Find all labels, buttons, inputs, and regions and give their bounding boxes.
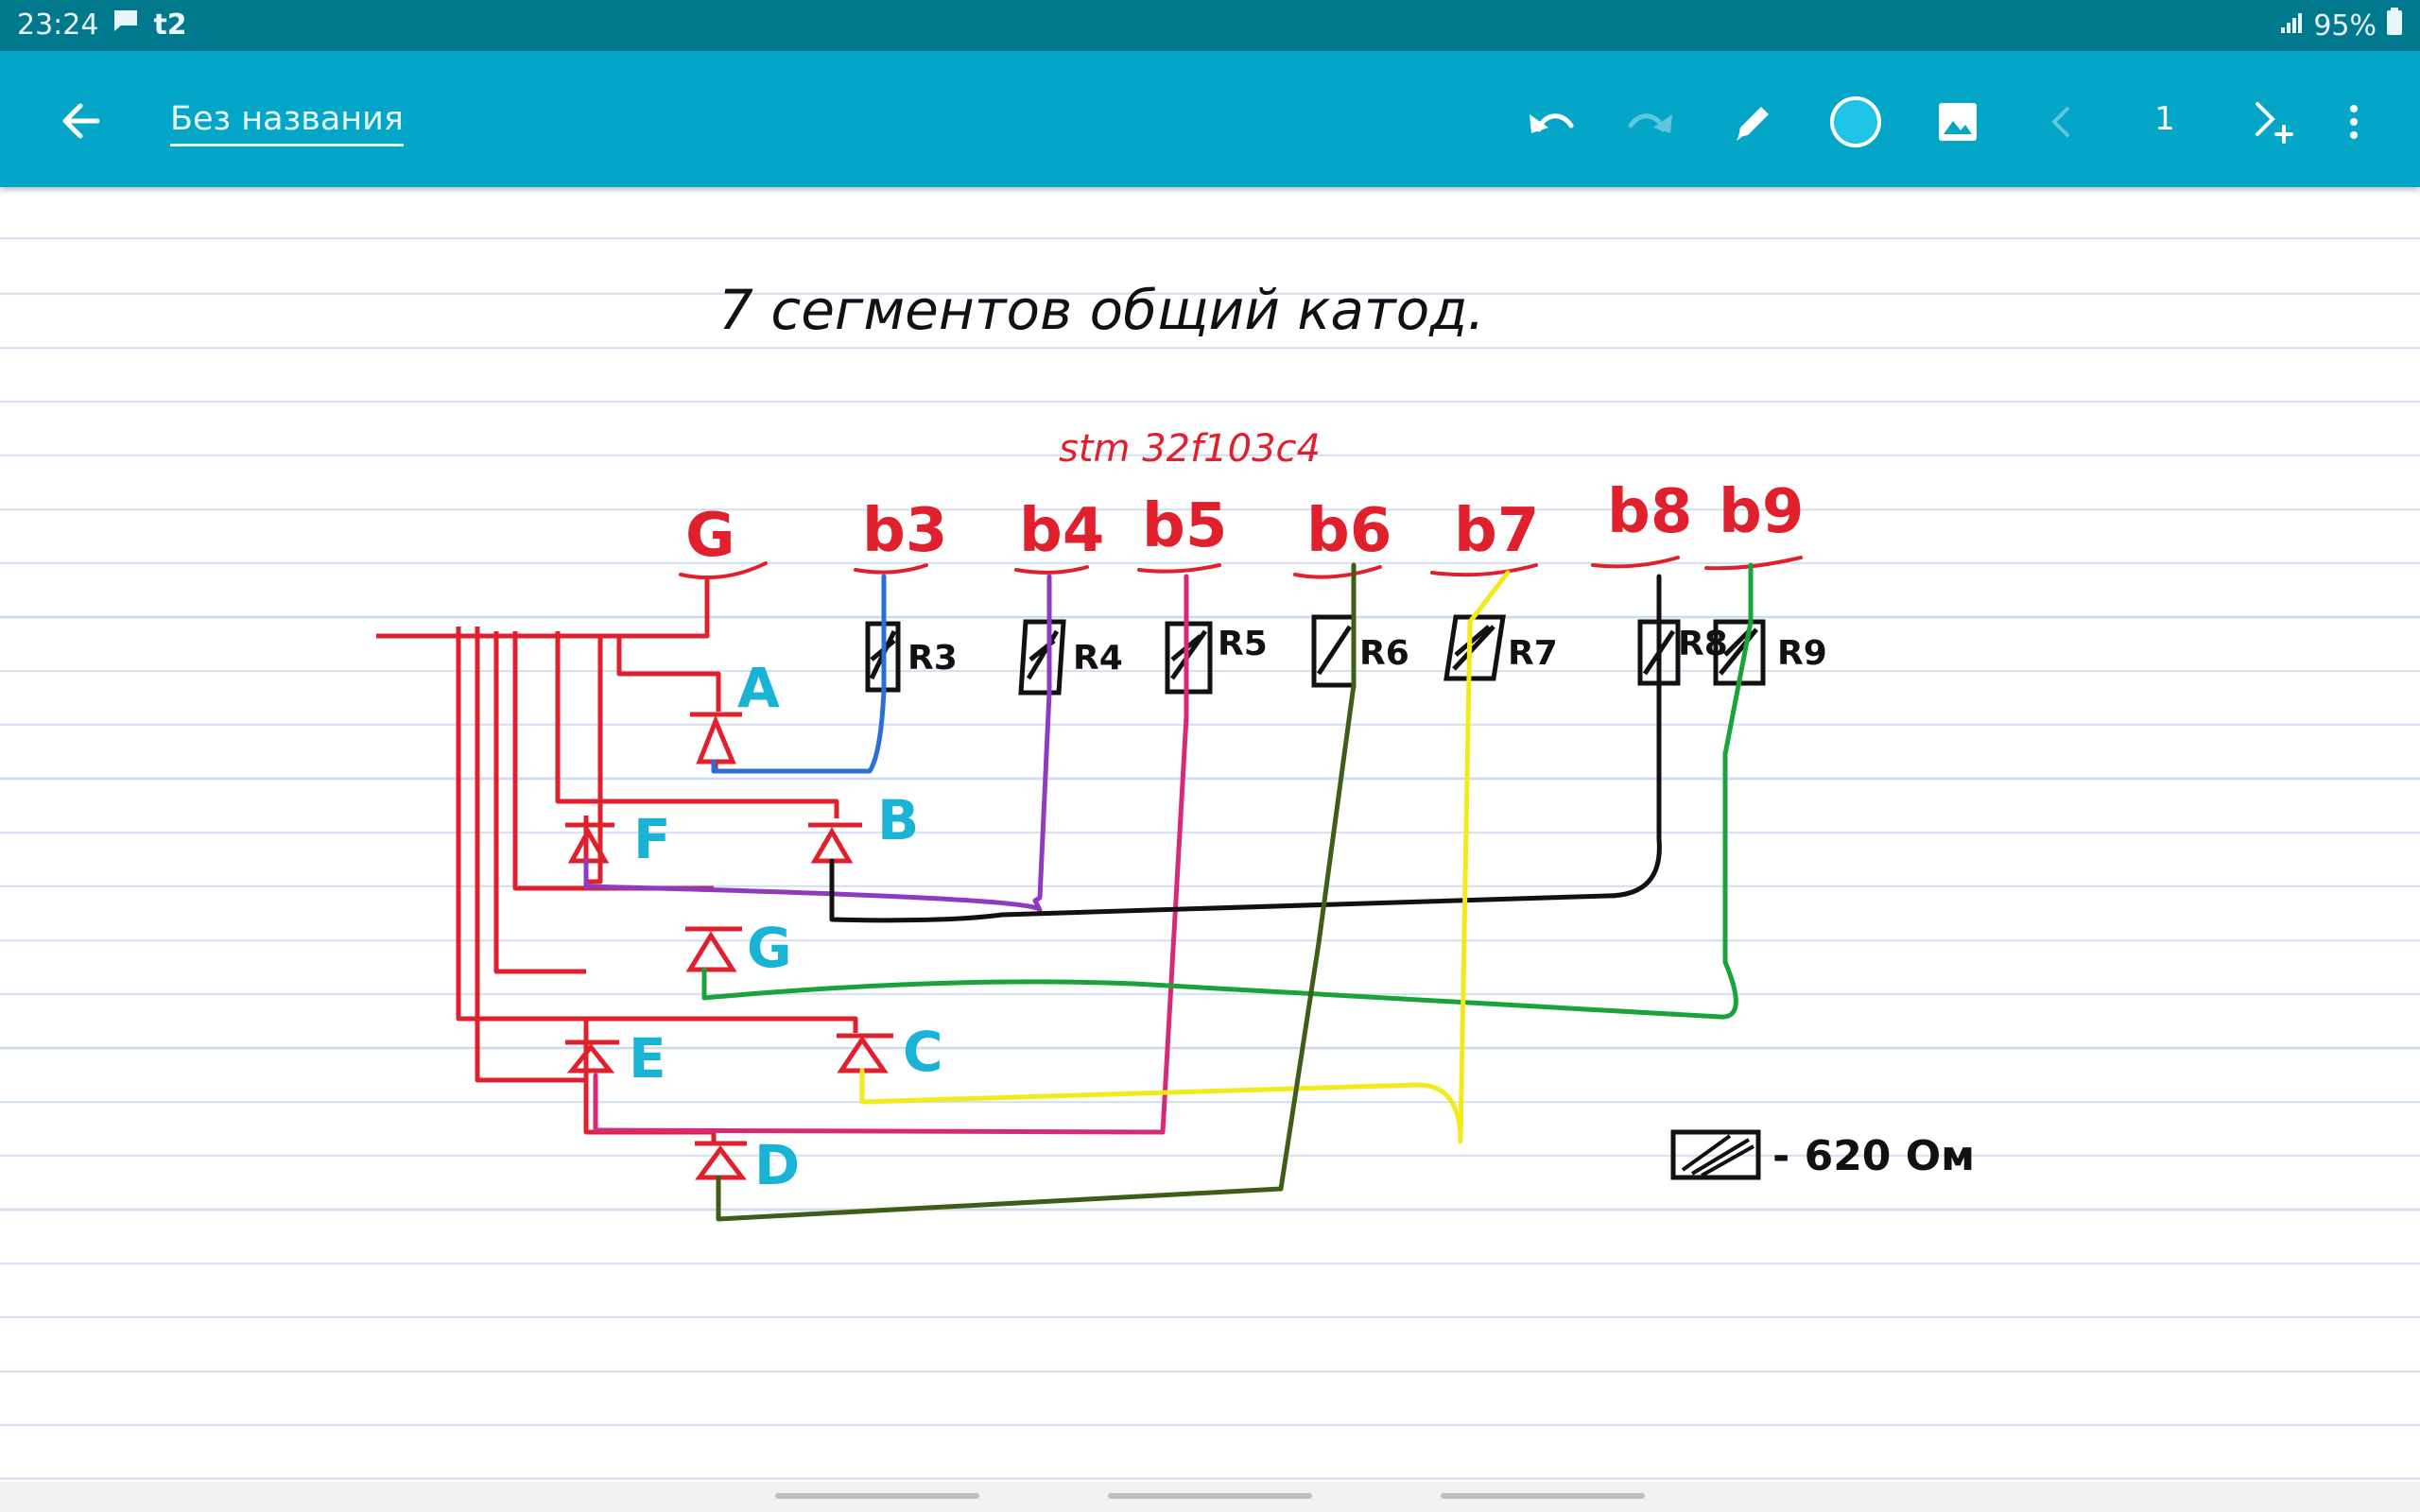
- legend-hatch: [1681, 1134, 1754, 1177]
- notebook-page[interactable]: [0, 187, 2420, 1482]
- resistors: [865, 614, 1766, 696]
- segment-label-f: F: [633, 807, 671, 871]
- pin-underlines: [679, 556, 1803, 580]
- battery-icon: [2386, 8, 2403, 43]
- wire-green: [701, 562, 1754, 1020]
- resistor-r7: [1443, 614, 1506, 681]
- undo-icon[interactable]: [1517, 89, 1583, 155]
- diode-d: [695, 1141, 748, 1180]
- legend-resistor-icon: [1670, 1129, 1761, 1180]
- wires: [583, 562, 1754, 1222]
- resistor-r6: [1311, 614, 1357, 688]
- back-arrow-icon[interactable]: [52, 93, 109, 149]
- diode-c: [837, 1033, 893, 1074]
- segment-label-d: D: [754, 1133, 800, 1197]
- app-toolbar: Без названия 1: [0, 51, 2420, 187]
- resistor-legend: - 620 Ом: [1670, 1129, 1975, 1180]
- message-icon: [112, 8, 140, 42]
- page-number: 1: [2154, 100, 2175, 138]
- pin-label-b7: b7: [1454, 496, 1539, 566]
- pin-label-b8: b8: [1607, 477, 1692, 547]
- segment-label-c: C: [903, 1020, 943, 1084]
- pin-label-b4: b4: [1019, 496, 1104, 566]
- diode-g: [685, 926, 742, 972]
- pin-label-g: G: [685, 501, 735, 571]
- note-title[interactable]: Без названия: [170, 100, 404, 146]
- system-nav-bar: [0, 1482, 2420, 1512]
- pin-label-b5: b5: [1142, 491, 1227, 561]
- wire-purple: [583, 574, 1052, 913]
- mcu-label: stm 32f103c4: [1059, 427, 1321, 471]
- pin-label-b3: b3: [862, 496, 947, 566]
- legend-text: - 620 Ом: [1772, 1132, 1975, 1180]
- status-time: 23:24: [17, 8, 99, 42]
- resistor-label-r5: R5: [1218, 625, 1268, 663]
- redo-icon[interactable]: [1618, 89, 1685, 155]
- status-bar: 23:24 t2 95%: [0, 0, 2420, 51]
- common-cathode-bus: [376, 579, 858, 1142]
- wire-yellow: [859, 570, 1511, 1144]
- segment-label-e: E: [629, 1026, 666, 1091]
- diodes: [565, 712, 893, 1180]
- resistor-label-r8: R8: [1678, 625, 1728, 663]
- resistor-label-r3: R3: [908, 639, 958, 678]
- circuit-drawing[interactable]: 7 сегментов общий катод. stm 32f103c4 G …: [0, 187, 2420, 1482]
- segment-label-g: G: [747, 916, 792, 980]
- more-vert-icon[interactable]: [2321, 89, 2387, 155]
- status-left: 23:24 t2: [17, 8, 187, 42]
- heading-text: 7 сегментов общий катод.: [718, 278, 1485, 342]
- add-page-icon[interactable]: [2240, 89, 2307, 155]
- status-right: 95%: [2279, 8, 2403, 43]
- image-icon[interactable]: [1925, 89, 1991, 155]
- status-carrier: t2: [153, 8, 187, 42]
- pen-icon[interactable]: [1720, 89, 1787, 155]
- wire-olive: [716, 562, 1357, 1222]
- prev-page-icon[interactable]: [2028, 89, 2094, 155]
- segment-label-b: B: [877, 788, 919, 852]
- color-circle-icon[interactable]: [1823, 89, 1889, 155]
- diode-e: [565, 1040, 619, 1074]
- nav-back-button[interactable]: [1441, 1493, 1645, 1499]
- pin-label-b6: b6: [1306, 496, 1392, 566]
- nav-recent-button[interactable]: [775, 1493, 979, 1499]
- segment-label-a: A: [737, 656, 780, 720]
- diode-b: [808, 822, 862, 864]
- resistor-label-r4: R4: [1073, 639, 1123, 678]
- resistor-label-r6: R6: [1359, 634, 1409, 673]
- resistor-label-r7: R7: [1508, 634, 1558, 673]
- wire-blue: [711, 574, 887, 774]
- wire-magenta: [593, 574, 1189, 1135]
- pin-label-b9: b9: [1719, 477, 1804, 547]
- nav-home-button[interactable]: [1108, 1493, 1312, 1499]
- wire-black: [829, 574, 1662, 923]
- battery-percent: 95%: [2313, 9, 2377, 43]
- diode-f: [565, 822, 614, 864]
- resistor-label-r9: R9: [1777, 634, 1827, 673]
- resistor-r4: [1018, 619, 1066, 696]
- signal-icon: [2279, 9, 2304, 43]
